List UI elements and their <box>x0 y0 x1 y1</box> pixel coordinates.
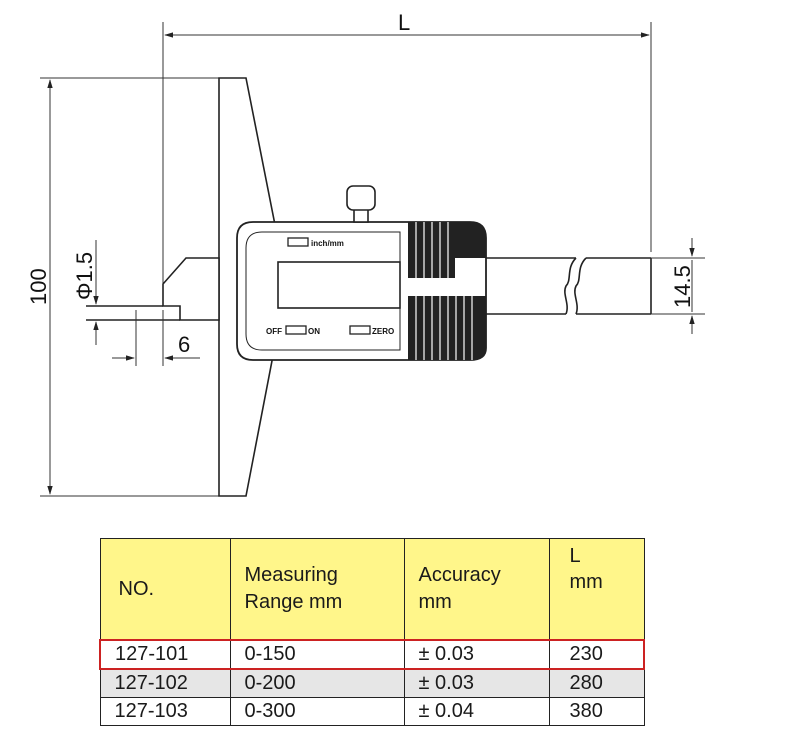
cell-accuracy: ± 0.03 <box>403 668 550 698</box>
header-accuracy: Accuracy mm <box>403 538 550 641</box>
header-length: L mm <box>548 538 645 641</box>
locking-screw <box>346 185 376 223</box>
on-off-button: OFF ON <box>266 325 320 336</box>
off-button-label: OFF <box>266 327 282 336</box>
cell-no: 127-101 <box>99 639 231 670</box>
beam-height-dimension <box>651 238 705 334</box>
cell-length: 380 <box>548 697 645 726</box>
height-dimension-label: 100 <box>26 268 51 305</box>
grip-area <box>408 222 486 360</box>
header-no-label: NO. <box>118 577 155 600</box>
cell-length: 280 <box>548 668 645 698</box>
cell-accuracy: ± 0.03 <box>403 639 550 670</box>
beam-height-label: 14.5 <box>670 265 695 308</box>
header-accuracy-line2: mm <box>418 591 452 613</box>
cell-range: 0-150 <box>229 639 405 670</box>
length-dimension-label: L <box>398 10 410 35</box>
table-header-row: NO. Measuring Range mm Accuracy mm L mm <box>99 538 645 641</box>
cell-range: 0-200 <box>229 668 405 698</box>
depth-gauge-drawing: L 100 Φ1.5 6 <box>26 10 705 497</box>
table-row: 127-103 0-300 ± 0.04 380 <box>99 697 645 726</box>
header-no: NO. <box>99 538 231 641</box>
header-measuring-range: Measuring Range mm <box>229 538 405 641</box>
height-dimension <box>40 77 220 497</box>
lcd-screen <box>277 261 401 309</box>
length-dimension <box>162 22 652 300</box>
zero-button-label: ZERO <box>372 327 394 336</box>
depth-rod-tip <box>86 257 220 321</box>
header-range-line2: Range mm <box>244 591 343 613</box>
tip-length-label: 6 <box>178 332 190 357</box>
on-button-label: ON <box>308 327 320 336</box>
tip-length-dimension <box>112 310 200 366</box>
inch-mm-button: inch/mm <box>287 237 344 248</box>
header-length-line2: mm <box>569 571 603 593</box>
header-accuracy-line1: Accuracy <box>418 564 501 586</box>
cell-length: 230 <box>548 639 645 670</box>
table-row: 127-102 0-200 ± 0.03 280 <box>99 668 645 698</box>
cell-no: 127-103 <box>99 697 231 726</box>
header-length-line1: L <box>569 545 581 567</box>
cell-no: 127-102 <box>99 668 231 698</box>
cell-accuracy: ± 0.04 <box>403 697 550 726</box>
specification-table: NO. Measuring Range mm Accuracy mm L mm … <box>99 538 645 726</box>
cell-range: 0-300 <box>229 697 405 726</box>
table-row: 127-101 0-150 ± 0.03 230 <box>99 639 645 670</box>
zero-button: ZERO <box>349 325 394 336</box>
inch-mm-button-label: inch/mm <box>311 239 344 248</box>
header-range-line1: Measuring <box>244 564 338 586</box>
tip-diameter-label: Φ1.5 <box>72 252 97 300</box>
